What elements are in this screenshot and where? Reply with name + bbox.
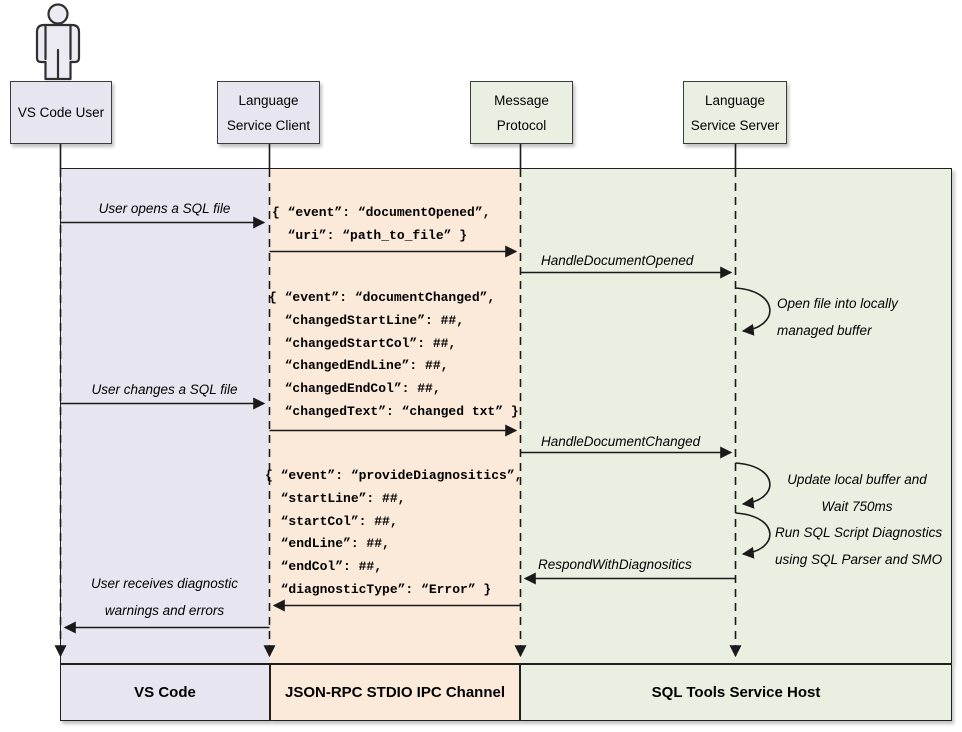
label-handle-document-changed: HandleDocumentChanged: [541, 434, 701, 449]
note-run-sql-diagnostics: Run SQL Script Diagnostics using SQL Par…: [775, 525, 943, 567]
actor-label-line1: Language: [704, 92, 766, 108]
actor-label-line2: Service Client: [226, 117, 311, 133]
payload-provide-diagnostics: { “event”: “provideDiagnositics”, “start…: [265, 468, 523, 597]
actor-label-line2: Protocol: [496, 117, 547, 133]
payload-document-opened: { “event”: “documentOpened”, “uri”: “pat…: [272, 205, 491, 243]
lane-box-sql-tools-service-host: SQL Tools Service Host: [520, 664, 952, 721]
lifeline-stubs: [59, 144, 737, 169]
actor-box-message-protocol: Message Protocol: [470, 81, 573, 144]
person-icon: [35, 3, 81, 81]
lane-label: SQL Tools Service Host: [651, 684, 821, 701]
label-user-receives-diagnostics: User receives diagnostic warnings and er…: [90, 576, 239, 618]
lane-label: VS Code: [134, 684, 196, 701]
actor-box-language-service-server: Language Service Server: [683, 81, 787, 144]
actor-label-line2: Service Server: [690, 117, 780, 133]
lane-box-vscode: VS Code: [60, 664, 270, 721]
actor-label: VS Code User: [17, 105, 105, 120]
label-user-opens-sql-file: User opens a SQL file: [98, 201, 231, 216]
note-open-file-into-buffer: Open file into locally managed buffer: [777, 296, 898, 338]
label-handle-document-opened: HandleDocumentOpened: [541, 253, 694, 268]
vscode-lane-band: [61, 169, 270, 663]
label-respond-with-diagnostics: RespondWithDiagnositics: [538, 557, 692, 572]
lane-label: JSON-RPC STDIO IPC Channel: [284, 684, 506, 701]
label-user-changes-sql-file: User changes a SQL file: [91, 382, 238, 397]
actor-box-vscode-user: VS Code User: [10, 81, 112, 144]
actor-label-line1: Message: [494, 92, 549, 108]
actor-label-line1: Language: [238, 92, 299, 108]
actor-box-language-service-client: Language Service Client: [217, 81, 320, 144]
lane-box-json-rpc-ipc-channel: JSON-RPC STDIO IPC Channel: [270, 664, 520, 721]
note-update-buffer-wait: Update local buffer and Wait 750ms: [787, 472, 927, 514]
payload-document-changed: { “event”: “documentChanged”, “changedSt…: [269, 290, 519, 419]
host-lane-band: [521, 169, 951, 663]
